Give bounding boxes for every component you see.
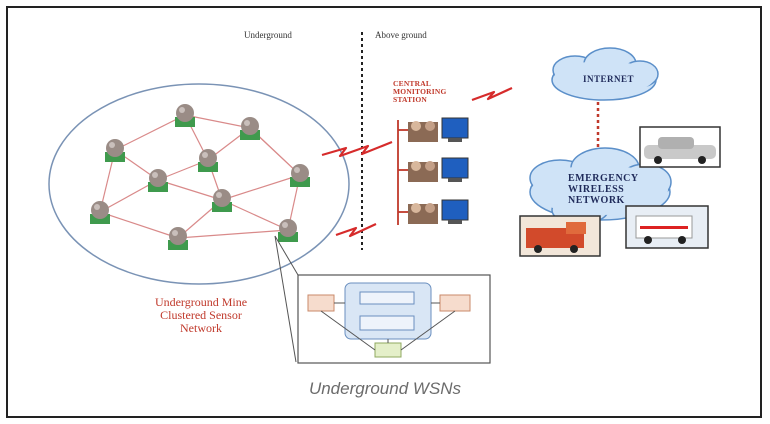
sensor-node-icon <box>168 227 188 250</box>
emergency-network-label: EMERGENCY WIRELESS NETWORK <box>568 173 639 206</box>
sensor-node-icon <box>148 169 168 192</box>
above-ground-label: Above ground <box>375 30 427 40</box>
mesh-links <box>99 114 301 239</box>
cluster-network-label: Underground Mine Clustered Sensor Networ… <box>136 296 266 335</box>
node-architecture-inset <box>274 235 491 364</box>
workstation-icon <box>408 157 469 182</box>
sensor-node-icon <box>212 189 232 212</box>
sensor-node-icon <box>90 201 110 224</box>
sensor-nodes <box>90 104 310 250</box>
internet-label: INTERNET <box>583 74 635 84</box>
workstation-icon <box>408 117 469 142</box>
vehicle-photo-icon <box>639 126 721 168</box>
emergency-network-line: NETWORK <box>568 195 625 206</box>
sensor-node-icon <box>105 139 125 162</box>
workstation-icon <box>408 199 469 224</box>
central-monitoring-line: CENTRAL <box>393 79 432 88</box>
central-monitoring-line: STATION <box>393 95 428 104</box>
sensor-node-icon <box>175 104 195 127</box>
sensor-node-icon <box>240 117 260 140</box>
vehicle-photo-icon <box>519 215 601 257</box>
sensor-node-icon <box>278 219 298 242</box>
cluster-network-line: Underground Mine <box>154 295 248 309</box>
emergency-network-line: WIRELESS <box>568 184 625 195</box>
central-monitoring-label: CENTRAL MONITORING STATION <box>393 80 447 104</box>
lightning-link-icon <box>321 87 513 238</box>
figure-frame <box>6 6 762 418</box>
underground-label: Underground <box>244 30 292 40</box>
sensor-node-icon <box>198 149 218 172</box>
vehicle-photo-icon <box>625 205 709 249</box>
central-monitoring-line: MONITORING <box>393 87 447 96</box>
cluster-network-line: Clustered Sensor <box>160 308 242 322</box>
sensor-node-icon <box>290 164 310 187</box>
figure-caption: Underground WSNs <box>308 379 462 398</box>
sensor-cluster-ellipse <box>48 83 350 285</box>
cluster-network-line: Network <box>180 321 222 335</box>
emergency-network-line: EMERGENCY <box>568 173 639 184</box>
